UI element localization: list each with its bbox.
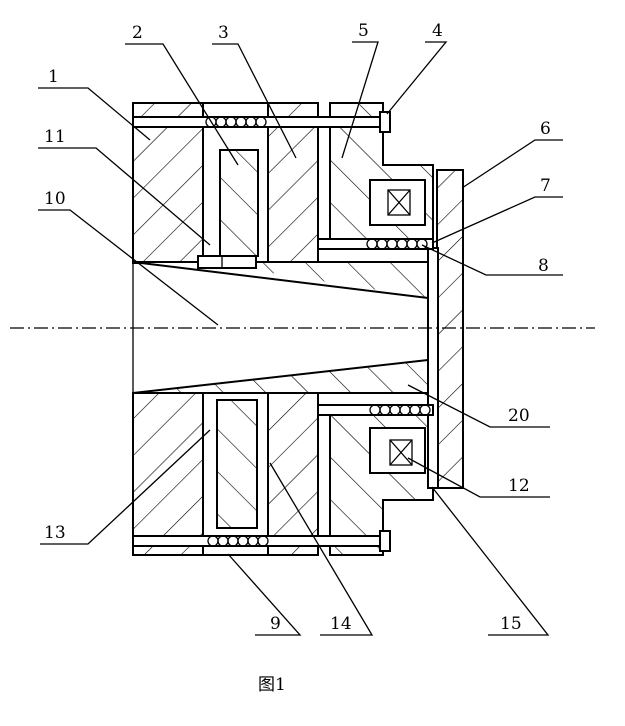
left-end-plate — [132, 102, 204, 556]
key — [197, 255, 257, 269]
core-housing — [202, 102, 269, 556]
armature-disc — [427, 169, 464, 489]
label-20: 20 — [508, 406, 530, 426]
right-housing — [329, 102, 434, 556]
label-7: 7 — [540, 176, 551, 196]
figure-caption: 图1 — [258, 675, 286, 695]
return-spring — [205, 116, 269, 547]
label-2: 2 — [132, 23, 143, 43]
electromagnet-coil — [369, 179, 426, 474]
part-labels: 1 2 3 5 4 6 7 11 10 8 20 12 13 14 9 15 — [44, 21, 551, 634]
label-1: 1 — [48, 67, 59, 87]
guide-pins — [317, 238, 434, 416]
tapered-shaft — [132, 261, 429, 394]
label-3: 3 — [218, 23, 229, 43]
label-4: 4 — [432, 21, 443, 41]
label-9: 9 — [270, 614, 281, 634]
label-12: 12 — [508, 476, 530, 496]
leader-lines — [38, 41, 563, 636]
label-13: 13 — [44, 523, 66, 543]
label-6: 6 — [540, 119, 551, 139]
label-15: 15 — [500, 614, 522, 634]
label-8: 8 — [538, 256, 549, 276]
label-11: 11 — [44, 127, 66, 147]
middle-plate — [267, 102, 319, 556]
label-5: 5 — [358, 21, 369, 41]
label-10: 10 — [44, 189, 66, 209]
label-14: 14 — [330, 614, 352, 634]
